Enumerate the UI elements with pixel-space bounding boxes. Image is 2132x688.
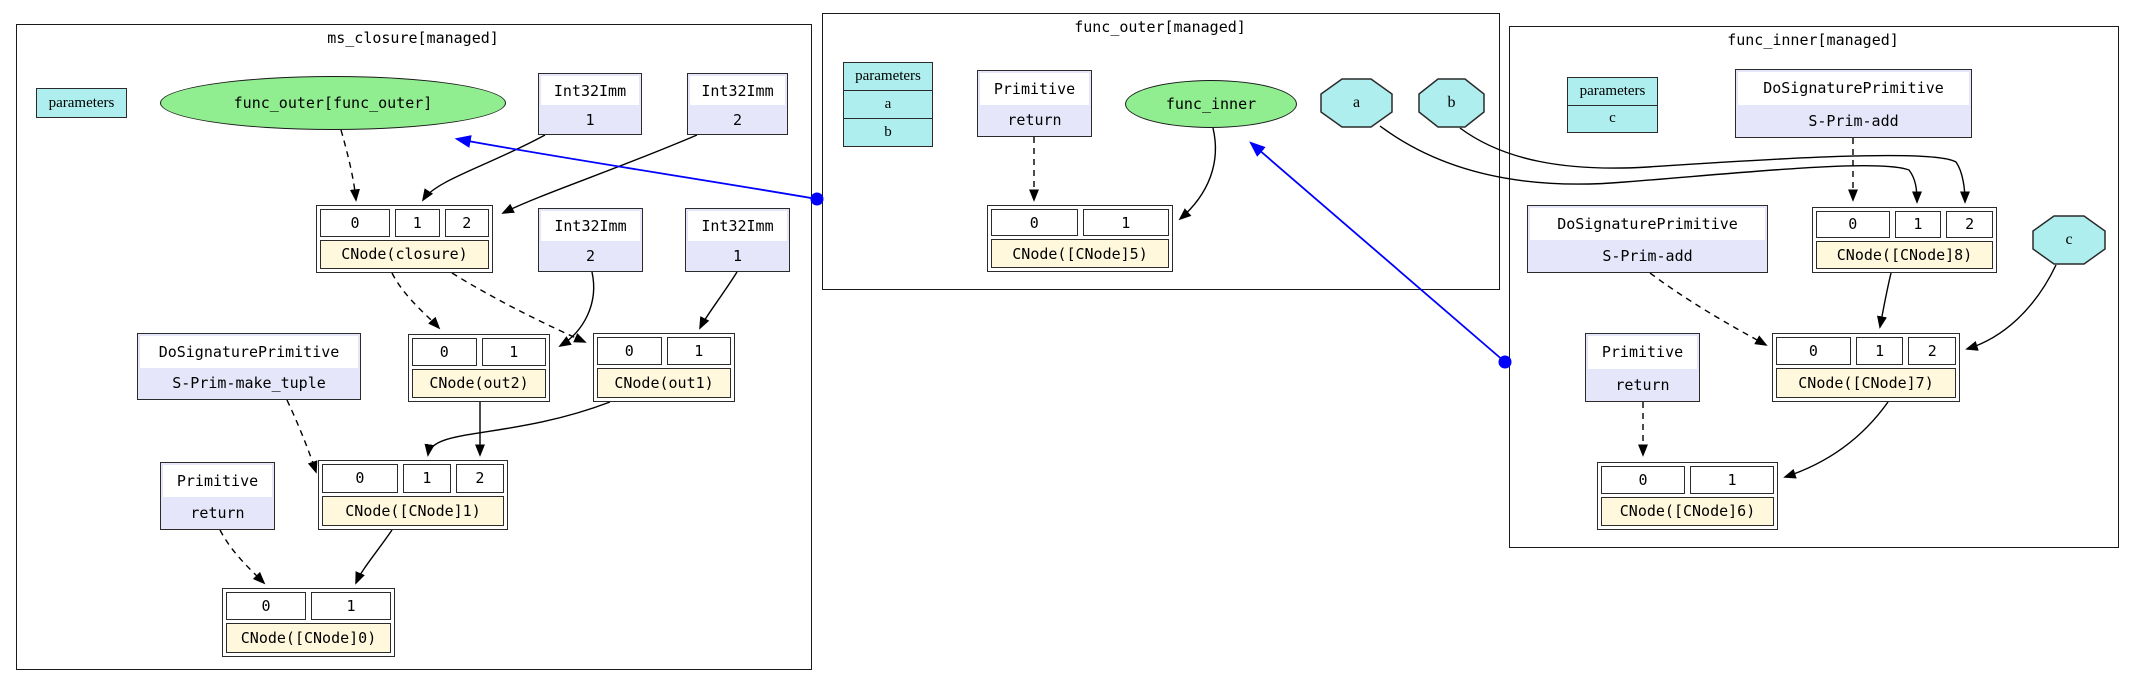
cluster-func-inner <box>1509 26 2119 548</box>
cnode-0-cell-1: 1 <box>311 592 391 620</box>
cnode-closure-label: CNode(closure) <box>320 239 489 269</box>
octagon-shape <box>2032 215 2106 265</box>
cnode-5-cell-1: 1 <box>1082 209 1169 236</box>
cnode-out2: 0 1 CNode(out2) <box>408 334 550 402</box>
cnode-out1-cell-1: 1 <box>666 337 731 365</box>
cnode-1: 0 1 2 CNode([CNode]1) <box>318 460 508 530</box>
make-tuple-primitive: DoSignaturePrimitive S-Prim-make_tuple <box>137 333 361 400</box>
int32imm-2-mid: Int32Imm 2 <box>538 208 643 272</box>
cnode-1-cell-1: 1 <box>402 464 451 493</box>
node-type: Int32Imm <box>541 211 640 241</box>
cnode-7: 0 1 2 CNode([CNode]7) <box>1772 333 1960 402</box>
parameters-table-func-inner: parameters c <box>1567 77 1658 133</box>
cnode-out1-label: CNode(out1) <box>597 368 731 398</box>
return-primitive-func-inner: Primitive return <box>1585 333 1700 402</box>
cnode-closure: 0 1 2 CNode(closure) <box>316 205 493 273</box>
node-value: 2 <box>585 247 596 265</box>
cnode-0-cell-0: 0 <box>226 592 306 620</box>
parameters-table-func-outer: parameters a b <box>843 62 933 147</box>
node-value: return <box>190 504 245 522</box>
cnode-7-cell-0: 0 <box>1776 337 1851 365</box>
cnode-closure-cell-1: 1 <box>395 209 440 237</box>
return-primitive-ms-closure: Primitive return <box>160 462 275 530</box>
cnode-6: 0 1 CNode([CNode]6) <box>1597 462 1778 530</box>
node-value: 1 <box>585 110 595 129</box>
cluster-ms-closure <box>16 24 812 670</box>
node-type: DoSignaturePrimitive <box>1738 72 1969 105</box>
cnode-7-cell-2: 2 <box>1908 337 1957 365</box>
cnode-8-label: CNode([CNode]8) <box>1816 240 1993 269</box>
cnode-8-cell-0: 0 <box>1816 211 1890 238</box>
node-value: S-Prim-add <box>1808 111 1899 130</box>
parameter-octagon-a: a <box>1320 78 1393 128</box>
node-type: Int32Imm <box>541 76 639 105</box>
cluster-title-func-outer: func_outer[managed] <box>1074 18 1246 36</box>
parameters-header: parameters <box>1579 82 1646 99</box>
cluster-title-ms-closure: ms_closure[managed] <box>327 29 499 47</box>
cnode-out2-cell-0: 0 <box>412 338 477 366</box>
cnode-8-cell-1: 1 <box>1894 211 1942 238</box>
cnode-5: 0 1 CNode([CNode]5) <box>987 205 1173 272</box>
node-value: return <box>1007 111 1062 130</box>
cnode-0: 0 1 CNode([CNode]0) <box>222 588 395 657</box>
cnode-8-cell-2: 2 <box>1946 211 1993 238</box>
return-primitive-func-outer: Primitive return <box>977 70 1092 137</box>
cnode-6-label: CNode([CNode]6) <box>1601 496 1774 526</box>
cnode-out1: 0 1 CNode(out1) <box>593 333 735 402</box>
node-type: DoSignaturePrimitive <box>140 336 358 368</box>
node-type: DoSignaturePrimitive <box>1530 208 1765 240</box>
cnode-closure-cell-2: 2 <box>444 209 489 237</box>
func-inner-ellipse: func_inner <box>1125 80 1297 128</box>
cnode-8: 0 1 2 CNode([CNode]8) <box>1812 207 1997 273</box>
octagon-a-label: a <box>1352 94 1361 111</box>
cnode-out2-cell-1: 1 <box>481 338 546 366</box>
cnode-6-cell-0: 0 <box>1601 466 1685 494</box>
octagon-c-label: c <box>2065 231 2073 248</box>
cnode-out2-label: CNode(out2) <box>412 368 546 398</box>
int32imm-1-mid: Int32Imm 1 <box>685 208 790 272</box>
parameter-octagon-c: c <box>2032 215 2106 265</box>
parameter-row-b: b <box>844 118 932 146</box>
func-outer-ellipse: func_outer[func_outer] <box>160 76 506 130</box>
cnode-6-cell-1: 1 <box>1690 466 1774 494</box>
node-type: Primitive <box>1588 336 1697 369</box>
node-type: Primitive <box>980 73 1089 105</box>
parameter-octagon-b: b <box>1418 78 1485 128</box>
octagon-shape <box>1320 78 1393 128</box>
int32imm-2-top: Int32Imm 2 <box>687 73 788 135</box>
cnode-5-label: CNode([CNode]5) <box>991 239 1169 268</box>
octagon-b-label: b <box>1447 94 1456 111</box>
cnode-1-cell-0: 0 <box>322 464 398 493</box>
add-primitive-top: DoSignaturePrimitive S-Prim-add <box>1735 69 1972 138</box>
node-value: S-Prim-add <box>1602 247 1693 265</box>
cnode-7-label: CNode([CNode]7) <box>1776 368 1956 398</box>
add-primitive-left: DoSignaturePrimitive S-Prim-add <box>1527 205 1768 273</box>
node-value: 1 <box>732 247 743 265</box>
node-type: Int32Imm <box>688 211 787 241</box>
cnode-1-cell-2: 2 <box>455 464 504 493</box>
parameter-row-a: a <box>844 90 932 118</box>
int32imm-1-top: Int32Imm 1 <box>538 73 642 135</box>
parameters-header: parameters <box>48 94 115 111</box>
parameters-table-ms-closure: parameters <box>36 88 127 118</box>
parameters-header: parameters <box>855 68 921 84</box>
parameter-row-c: c <box>1568 104 1657 133</box>
node-type: Primitive <box>163 465 272 497</box>
node-value: return <box>1615 375 1670 394</box>
cnode-7-cell-1: 1 <box>1855 337 1904 365</box>
node-value: 2 <box>732 110 743 129</box>
cnode-0-label: CNode([CNode]0) <box>226 623 391 653</box>
cnode-out1-cell-0: 0 <box>597 337 662 365</box>
cnode-5-cell-0: 0 <box>991 209 1078 236</box>
cnode-closure-cell-0: 0 <box>320 209 390 237</box>
node-type: Int32Imm <box>690 76 785 105</box>
cnode-1-label: CNode([CNode]1) <box>322 495 504 526</box>
octagon-shape <box>1418 78 1485 128</box>
node-value: S-Prim-make_tuple <box>172 374 326 393</box>
cluster-title-func-inner: func_inner[managed] <box>1727 31 1899 49</box>
